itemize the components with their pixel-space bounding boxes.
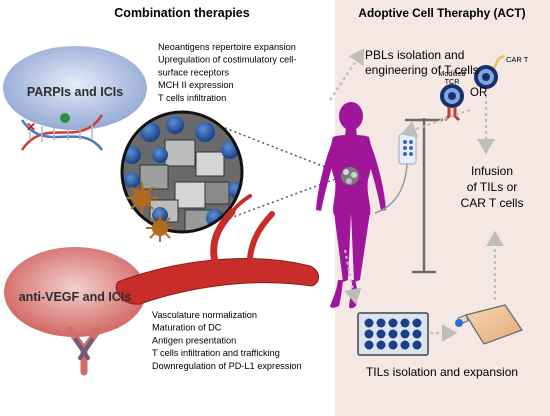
human-figure	[316, 102, 386, 309]
vegf-effect-item: Antigen presentation	[152, 335, 236, 345]
parp-effect-item: T cells infiltration	[158, 93, 226, 103]
parp-effect-item: Upregulation of costimulatory cell-	[158, 55, 296, 65]
parp-effects-list: Neoantigens repertoire expansionUpregula…	[158, 42, 296, 103]
or-label: OR	[470, 87, 487, 99]
title-combination-therapies: Combination therapies	[114, 6, 249, 20]
well-plate-icon	[357, 312, 429, 356]
vegf-ici-ellipse	[4, 247, 146, 337]
infusion-label-line3: CAR T cells	[461, 196, 524, 210]
vegf-ici-label: anti-VEGF and ICIs	[19, 290, 132, 304]
pbl-label-line2: engineering of T cells	[365, 63, 479, 77]
connector-line-top	[224, 127, 339, 173]
vegf-effect-item: Vasculature normalization	[152, 310, 257, 320]
act-flow-arrows	[329, 48, 504, 342]
parp-ici-label: PARPIs and ICIs	[27, 85, 123, 99]
blood-vessel-icon	[115, 194, 319, 305]
infusion-label-line2: of TILs or	[467, 180, 517, 194]
vegf-effect-item: Downregulation of PD-L1 expression	[152, 361, 302, 371]
infusion-label-line1: Infusion	[471, 164, 513, 178]
svg-text:✕: ✕	[26, 120, 36, 134]
vegf-effect-item: T cells infiltration and trafficking	[152, 348, 280, 358]
connector-line-bottom	[224, 177, 339, 221]
title-act: Adoptive Cell Theraphy (ACT)	[358, 6, 525, 20]
antibody-icon	[66, 326, 102, 376]
car-t-label: CAR T	[506, 55, 529, 64]
pbl-label-line1: PBLs isolation and	[365, 48, 464, 62]
car-t-cell-icon	[474, 54, 506, 89]
culture-flask-icon	[455, 304, 524, 345]
modified-tcr-label-line1: Modified	[438, 69, 465, 78]
parp-effect-item: MCH II expression	[158, 80, 234, 90]
til-label: TILs isolation and expansion	[366, 365, 518, 379]
modified-tcr-label-line2: TCR	[445, 77, 460, 86]
parp-effect-item: Neoantigens repertoire expansion	[158, 42, 296, 52]
dna-helix-icon: ✕	[20, 113, 104, 151]
parp-effect-item: surface receptors	[158, 67, 229, 77]
iv-infusion-icon	[374, 118, 443, 274]
vegf-effect-item: Maturation of DC	[152, 323, 222, 333]
parp-ici-ellipse	[3, 46, 147, 130]
abdominal-tumor-icon	[341, 167, 359, 185]
dendritic-cell-icon	[126, 182, 174, 242]
